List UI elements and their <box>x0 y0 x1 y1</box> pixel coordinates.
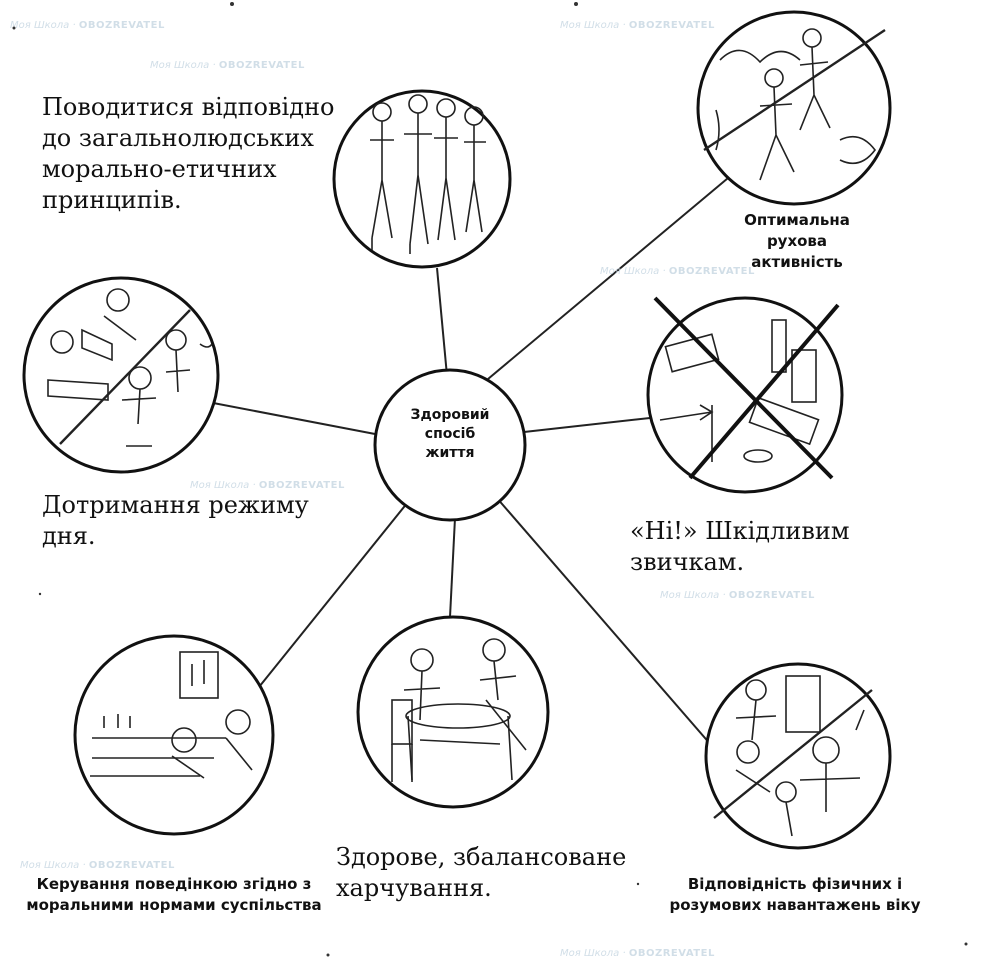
connector-activity <box>487 167 741 380</box>
connector-regime <box>207 401 376 435</box>
label-regime: Дотримання режиму дня. <box>42 491 309 550</box>
print-specks <box>12 2 968 957</box>
center-title-line: спосіб <box>424 426 476 442</box>
study-and-play-illustration <box>22 276 220 474</box>
study-and-exercise-illustration <box>704 662 892 850</box>
center-title-line: Здоровий <box>410 407 490 423</box>
crossed-out-bad-habits-illustration <box>646 296 844 494</box>
center-title: Здоровий спосіб життя <box>375 406 525 463</box>
label-habits: «Ні!» Шкідливим звичкам. <box>630 517 850 576</box>
concert-audience-illustration <box>73 634 275 836</box>
connector-behavior <box>254 496 413 693</box>
label-morals: Поводитися відповідно до загальнолюдськи… <box>42 93 335 214</box>
running-people-illustration <box>696 10 892 206</box>
caption-behavior: Керування поведінкою згідно з моральними… <box>26 875 322 914</box>
connector-nutrition <box>449 517 456 618</box>
center-title-line: життя <box>425 445 475 461</box>
label-nutrition: Здорове, збалансоване харчування. <box>336 843 627 902</box>
group-of-people-illustration <box>332 89 512 269</box>
caption-activity: Оптимальна рухова активність <box>744 211 850 271</box>
connector-habits <box>523 417 651 433</box>
caption-load: Відповідність фізичних і розумових наван… <box>669 875 921 914</box>
connector-lines <box>207 167 741 754</box>
connector-load <box>495 496 719 754</box>
center-hub <box>373 368 527 522</box>
family-dinner-illustration <box>356 615 550 809</box>
